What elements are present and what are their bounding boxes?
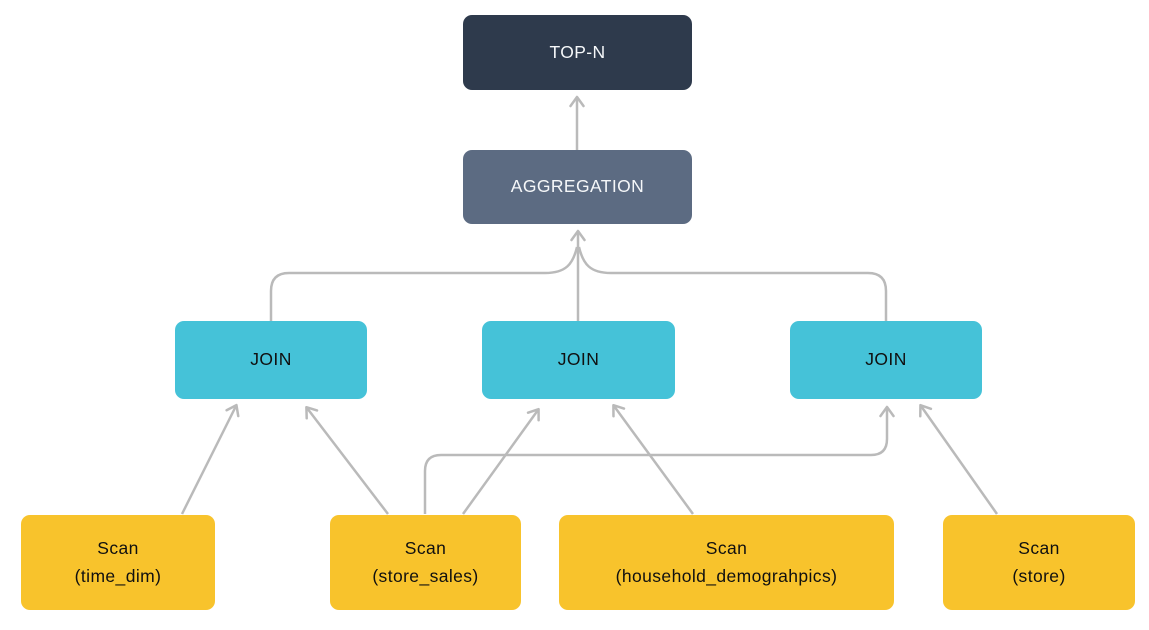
node-scan-store-sales: Scan (store_sales) bbox=[330, 515, 521, 610]
edge-scan-store-sales-to-join-left bbox=[305, 405, 389, 515]
node-label: JOIN bbox=[557, 349, 600, 370]
node-label: Scan bbox=[404, 538, 447, 559]
node-label: TOP-N bbox=[549, 41, 606, 62]
node-top-n: TOP-N bbox=[463, 15, 692, 90]
edge-scan-household-to-join-middle bbox=[612, 403, 695, 515]
node-label: Scan bbox=[97, 538, 139, 559]
node-sublabel: (time_dim) bbox=[74, 565, 162, 586]
node-label: Scan bbox=[705, 538, 748, 559]
edge-scan-store-sales-to-join-right bbox=[423, 405, 895, 514]
edge-scan-time-dim-to-join-left bbox=[180, 403, 240, 515]
node-aggregation: AGGREGATION bbox=[463, 150, 692, 224]
node-label: JOIN bbox=[865, 349, 907, 370]
node-label: Scan bbox=[1018, 538, 1060, 559]
node-scan-time-dim: Scan (time_dim) bbox=[21, 515, 215, 610]
node-sublabel: (household_demograhpics) bbox=[615, 565, 838, 586]
node-scan-household-demograhpics: Scan (household_demograhpics) bbox=[559, 515, 894, 610]
node-scan-store: Scan (store) bbox=[943, 515, 1135, 610]
node-label: JOIN bbox=[250, 349, 292, 370]
node-join-middle: JOIN bbox=[482, 321, 675, 399]
edge-scan-store-to-join-right bbox=[919, 403, 999, 515]
node-join-left: JOIN bbox=[175, 321, 367, 399]
node-sublabel: (store_sales) bbox=[372, 565, 479, 586]
node-sublabel: (store) bbox=[1012, 565, 1066, 586]
node-label: AGGREGATION bbox=[510, 176, 645, 197]
node-join-right: JOIN bbox=[790, 321, 982, 399]
edge-join-left-to-aggregation bbox=[269, 246, 579, 321]
edge-scan-store-sales-to-join-middle bbox=[461, 407, 540, 515]
edge-join-right-to-aggregation bbox=[577, 246, 888, 321]
